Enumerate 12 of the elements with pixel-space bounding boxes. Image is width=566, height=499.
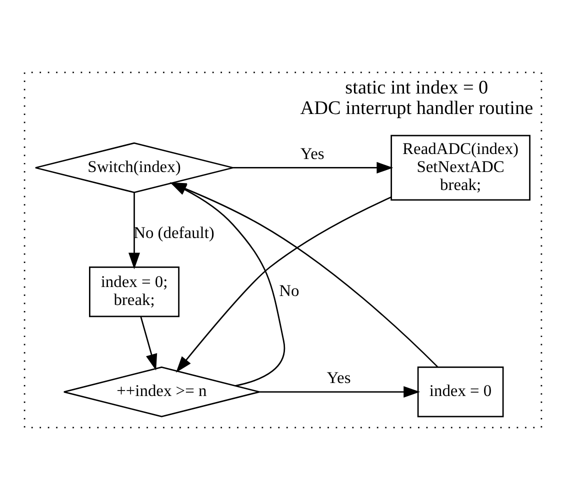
node-diamond: ++index >= n bbox=[63, 366, 260, 417]
arrow bbox=[176, 196, 392, 372]
arrow bbox=[233, 161, 394, 173]
node-box: index = 0 bbox=[417, 366, 504, 417]
node-box: index = 0; break; bbox=[89, 266, 180, 317]
edge-label: No bbox=[279, 280, 300, 300]
arrow bbox=[260, 386, 420, 398]
edge-label: Yes bbox=[326, 368, 351, 387]
node-box: ReadADC(index) SetNextADC break; bbox=[390, 134, 530, 200]
edge-label: Yes bbox=[300, 143, 324, 162]
arrow bbox=[128, 192, 140, 269]
arrow bbox=[140, 316, 158, 370]
